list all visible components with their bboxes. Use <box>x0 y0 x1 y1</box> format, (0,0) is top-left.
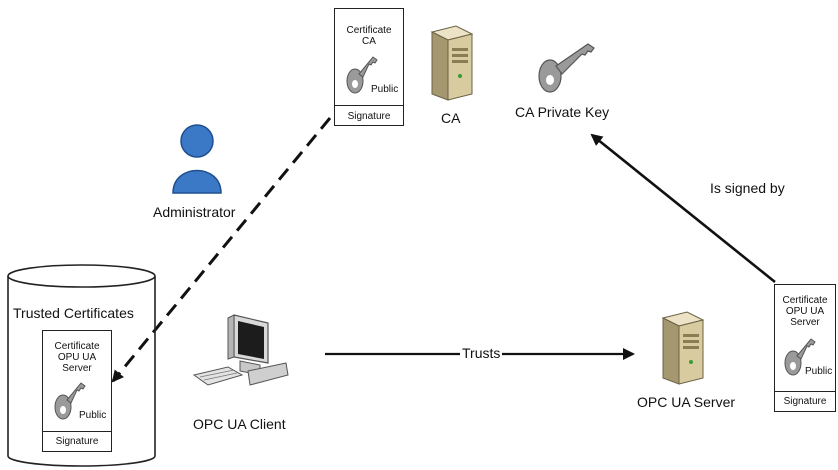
opc-ua-server-label: OPC UA Server <box>637 394 736 410</box>
administrator-label: Administrator <box>153 204 236 220</box>
server-certificate-body: Certificate OPU UA Server Public <box>775 285 835 392</box>
opc-ua-client-icon <box>192 314 289 386</box>
key-icon <box>346 56 378 94</box>
ca-certificate-body: Certificate CA Public <box>335 9 403 106</box>
trusted-certificate-title-2: OPU UA <box>57 352 97 363</box>
server-certificate-signature: Signature <box>783 396 827 407</box>
trusted-certificate-body: Certificate OPU UA Server Public <box>43 331 111 432</box>
ca-certificate: Certificate CA Public Signature <box>334 8 404 126</box>
server-certificate-title-1: Certificate <box>782 295 828 306</box>
ca-certificate-title-2: CA <box>362 36 376 47</box>
ca-label: CA <box>441 110 461 126</box>
key-icon <box>54 382 86 420</box>
ca-private-key-icon <box>538 43 595 93</box>
trusts-label: Trusts <box>460 345 503 361</box>
trusted-certificate: Certificate OPU UA Server Public Signatu… <box>42 330 112 452</box>
server-certificate-title-3: Server <box>790 317 820 328</box>
ca-certificate-title-1: Certificate <box>346 25 392 36</box>
trusted-certificate-signature: Signature <box>55 436 99 447</box>
opc-ua-server-icon <box>661 311 705 385</box>
signed-by-arrow <box>590 133 776 284</box>
trusted-certificates-label: Trusted Certificates <box>13 305 134 321</box>
administrator-icon <box>172 124 222 194</box>
is-signed-by-label: Is signed by <box>710 180 785 196</box>
ca-certificate-signature: Signature <box>347 111 391 122</box>
server-certificate-title-2: OPU UA <box>785 306 825 317</box>
trusted-certificate-title-3: Server <box>62 363 92 374</box>
ca-certificate-public: Public <box>371 84 399 95</box>
trusted-certificate-title-1: Certificate <box>54 341 100 352</box>
opc-ua-client-label: OPC UA Client <box>193 416 286 432</box>
trusted-certificates-store <box>7 264 156 467</box>
key-icon <box>784 338 816 376</box>
server-certificate-public: Public <box>805 366 833 377</box>
admin-dashed-link <box>111 117 332 383</box>
ca-server-icon <box>430 25 474 101</box>
server-certificate: Certificate OPU UA Server Public Signatu… <box>774 284 836 412</box>
trusted-certificate-public: Public <box>79 410 107 421</box>
ca-private-key-label: CA Private Key <box>515 104 610 120</box>
